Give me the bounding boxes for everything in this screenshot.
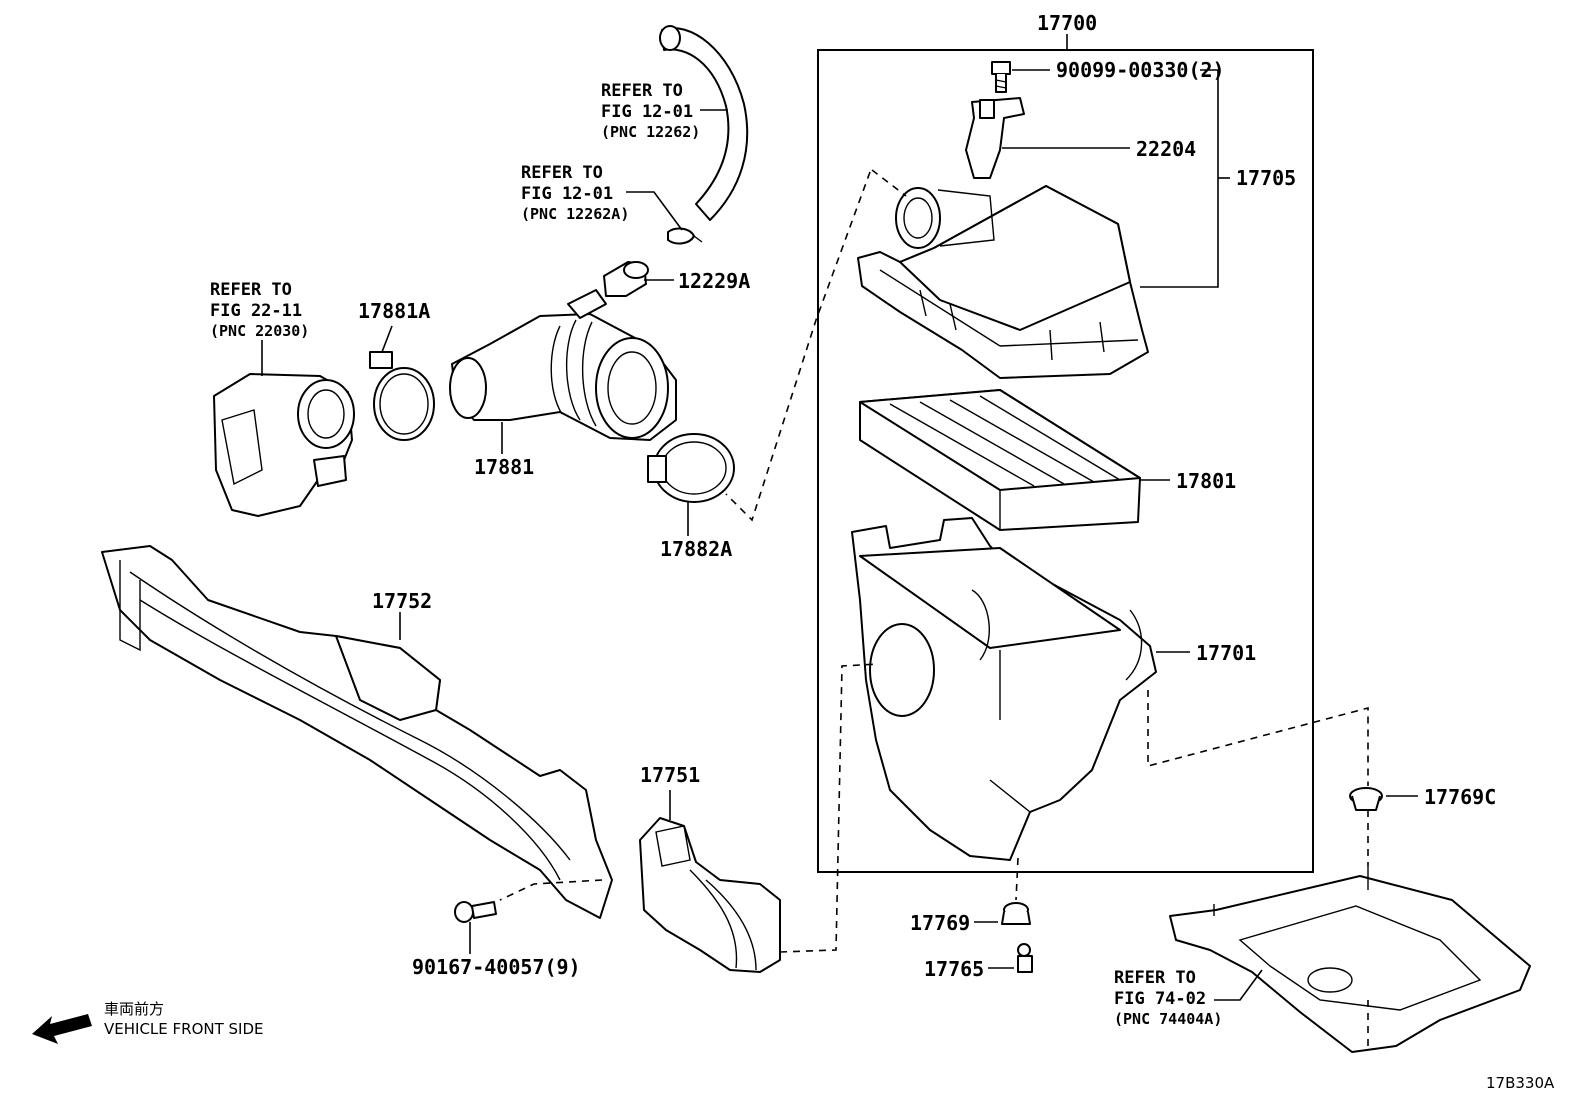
intake-hose: 17881 [449,289,677,479]
pin-17765: 17765 [924,943,1033,981]
connection-lines [499,169,1369,1046]
svg-text:FIG 12-01: FIG 12-01 [521,184,613,204]
svg-text:(PNC 12262): (PNC 12262) [601,123,700,141]
vehicle-front-indicator: 車両前方 VEHICLE FRONT SIDE [32,1000,264,1044]
air-filter-element: 17801 [859,389,1236,531]
label-17801: 17801 [1176,469,1236,493]
ref-under-cover: REFER TO FIG 74-02 (PNC 74404A) [1114,968,1222,1028]
svg-text:REFER TO: REFER TO [1114,968,1196,988]
arrow-left-icon [32,1014,92,1044]
label-90167-40057: 90167-40057(9) [412,955,581,979]
svg-text:(PNC 74404A): (PNC 74404A) [1114,1010,1222,1028]
air-duct: 17752 [101,545,613,919]
label-17881A: 17881A [358,299,430,323]
label-22204: 22204 [1136,137,1196,161]
hose-clip [626,191,703,245]
label-17700: 17700 [1037,11,1097,35]
label-17765: 17765 [924,957,984,981]
svg-text:(PNC 12262A): (PNC 12262A) [521,205,629,223]
air-cleaner-cap [857,185,1149,379]
svg-text:REFER TO: REFER TO [210,280,292,300]
bolt-top: 90099-00330(2) 17705 [991,58,1296,288]
drawing-id: 17B330A [1486,1074,1555,1092]
label-90099-00330: 90099-00330(2) [1056,58,1225,82]
under-cover [1169,866,1531,1053]
assembly-box: 17700 [817,11,1314,873]
label-17881: 17881 [474,455,534,479]
joint-12229a: 12229A [603,261,750,297]
grommet-17769c: 17769C [1349,785,1496,811]
label-12229A: 12229A [678,269,750,293]
clamp-17882a: 17882A [647,433,735,561]
svg-text:REFER TO: REFER TO [601,81,683,101]
label-17751: 17751 [640,763,700,787]
clamp-17881a: 17881A [358,299,435,441]
ref-hose-upper: REFER TO FIG 12-01 (PNC 12262) [601,81,700,141]
vehicle-front-en: VEHICLE FRONT SIDE [104,1020,264,1038]
air-cleaner-case: 17701 [851,517,1256,861]
label-17882A: 17882A [660,537,732,561]
ref-hose-clip: REFER TO FIG 12-01 (PNC 12262A) [521,163,629,223]
ref-throttle: REFER TO FIG 22-11 (PNC 22030) [210,280,309,340]
svg-text:FIG 74-02: FIG 74-02 [1114,989,1206,1009]
label-17701: 17701 [1196,641,1256,665]
label-17752: 17752 [372,589,432,613]
label-17705: 17705 [1236,166,1296,190]
bolt-bottom: 90167-40057(9) [412,901,581,979]
svg-text:FIG 22-11: FIG 22-11 [210,301,302,321]
label-17769C: 17769C [1424,785,1496,809]
throttle-body [213,340,355,517]
upper-hose [659,25,749,221]
label-17769: 17769 [910,911,970,935]
air-inlet: 17751 [639,763,781,973]
mass-air-flow-sensor: 22204 [965,97,1196,179]
grommet-17769: 17769 [910,902,1031,935]
svg-text:(PNC 22030): (PNC 22030) [210,322,309,340]
svg-text:FIG 12-01: FIG 12-01 [601,102,693,122]
svg-text:REFER TO: REFER TO [521,163,603,183]
vehicle-front-jp: 車両前方 [104,1000,164,1018]
